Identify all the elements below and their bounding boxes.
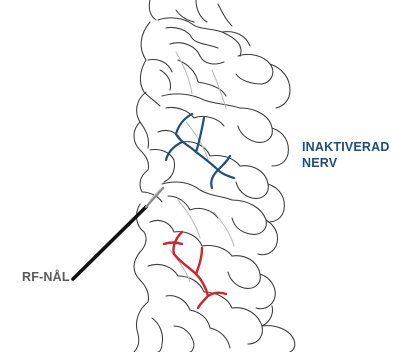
- needle-tip: [146, 188, 163, 207]
- nerve-label-line1: INAKTIVERAD: [302, 140, 390, 154]
- needle-label: RF-NÅL: [22, 269, 70, 284]
- needle-shaft: [73, 207, 146, 279]
- nerve-label-line2: NERV: [302, 156, 338, 170]
